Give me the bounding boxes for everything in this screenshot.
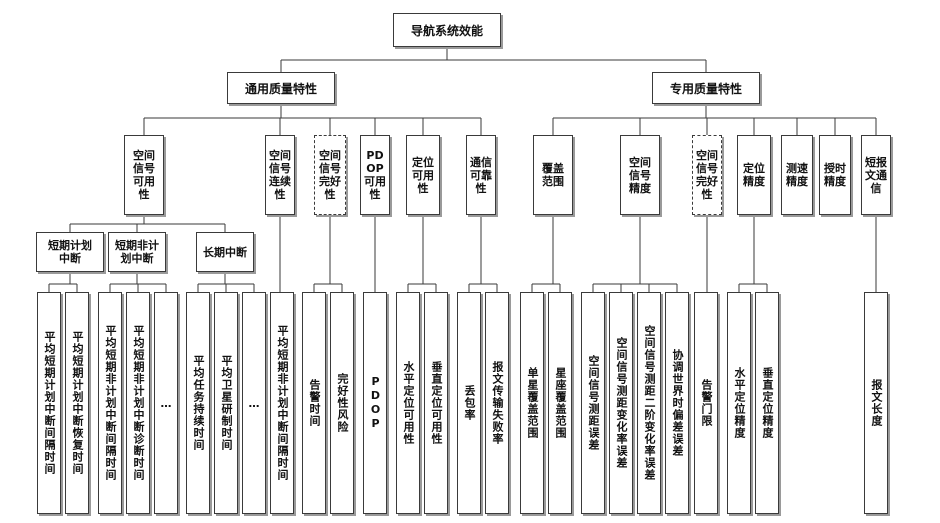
- leaf-17: 星座覆盖范围: [548, 292, 572, 514]
- leaf-12: 水平定位可用性: [396, 292, 420, 514]
- leaf-11: PDOP: [363, 292, 387, 514]
- node-timing-accuracy: 授时 精度: [819, 135, 851, 215]
- leaf-25: 报文长度: [864, 292, 888, 514]
- leaf-19: 空间信号测距变化率误差: [609, 292, 633, 514]
- leaf-9: 告警时间: [302, 292, 326, 514]
- leaf-3: 平均短期非计划中断诊断时间: [126, 292, 150, 514]
- node-short-planned-outage: 短期计划 中断: [36, 232, 104, 272]
- leaf-21: 协调世界时偏差误差: [665, 292, 689, 514]
- leaf-13: 垂直定位可用性: [424, 292, 448, 514]
- leaf-22: 告警门限: [694, 292, 718, 514]
- leaf-10: 完好性风险: [330, 292, 354, 514]
- leaf-18: 空间信号测距误差: [581, 292, 605, 514]
- node-pdop-availability: PD OP 可用 性: [360, 135, 390, 215]
- leaf-0: 平均短期计划中断间隔时间: [37, 292, 61, 514]
- node-sis-availability: 空间 信号 可用 性: [124, 135, 164, 215]
- node-communication-reliability: 通信 可靠 性: [466, 135, 496, 215]
- leaf-23: 水平定位精度: [727, 292, 751, 514]
- leaf-14: 丢包率: [457, 292, 481, 514]
- node-positioning-accuracy: 定位 精度: [737, 135, 771, 215]
- root-node: 导航系统效能: [393, 13, 501, 47]
- root-label: 导航系统效能: [410, 23, 483, 38]
- node-long-term-outage: 长期中断: [196, 232, 254, 272]
- node-sis-integrity: 空间 信号 完好 性: [314, 135, 346, 215]
- leaf-8: 平均短期非计划中断间隔时间: [270, 292, 294, 514]
- leaf-20: 空间信号测距二阶变化率误差: [637, 292, 661, 514]
- leaf-2: 平均短期非计划中断间隔时间: [98, 292, 122, 514]
- group-special-quality: 专用质量特性: [652, 72, 760, 104]
- leaf-1: 平均短期计划中断恢复时间: [65, 292, 89, 514]
- node-short-message: 短报 文通 信: [861, 135, 891, 215]
- group-label: 通用质量特性: [244, 81, 317, 96]
- leaf-15: 报文传输失败率: [485, 292, 509, 514]
- node-short-unplanned-outage: 短期非计 划中断: [108, 232, 166, 272]
- leaf-4: …: [154, 292, 178, 514]
- node-sis-continuity: 空间 信号 连续 性: [265, 135, 295, 215]
- node-coverage: 覆盖 范围: [533, 135, 573, 215]
- node-sis-accuracy: 空间 信号 精度: [620, 135, 660, 215]
- group-label: 专用质量特性: [669, 81, 742, 96]
- node-positioning-availability: 定位 可用 性: [406, 135, 440, 215]
- leaf-6: 平均卫星研制时间: [214, 292, 238, 514]
- leaf-5: 平均任务持续时间: [186, 292, 210, 514]
- leaf-16: 单星覆盖范围: [520, 292, 544, 514]
- group-general-quality: 通用质量特性: [227, 72, 335, 104]
- node-sis-integrity-special: 空间 信号 完好 性: [692, 135, 722, 215]
- node-velocity-accuracy: 测速 精度: [781, 135, 813, 215]
- leaf-7: …: [242, 292, 266, 514]
- leaf-24: 垂直定位精度: [755, 292, 779, 514]
